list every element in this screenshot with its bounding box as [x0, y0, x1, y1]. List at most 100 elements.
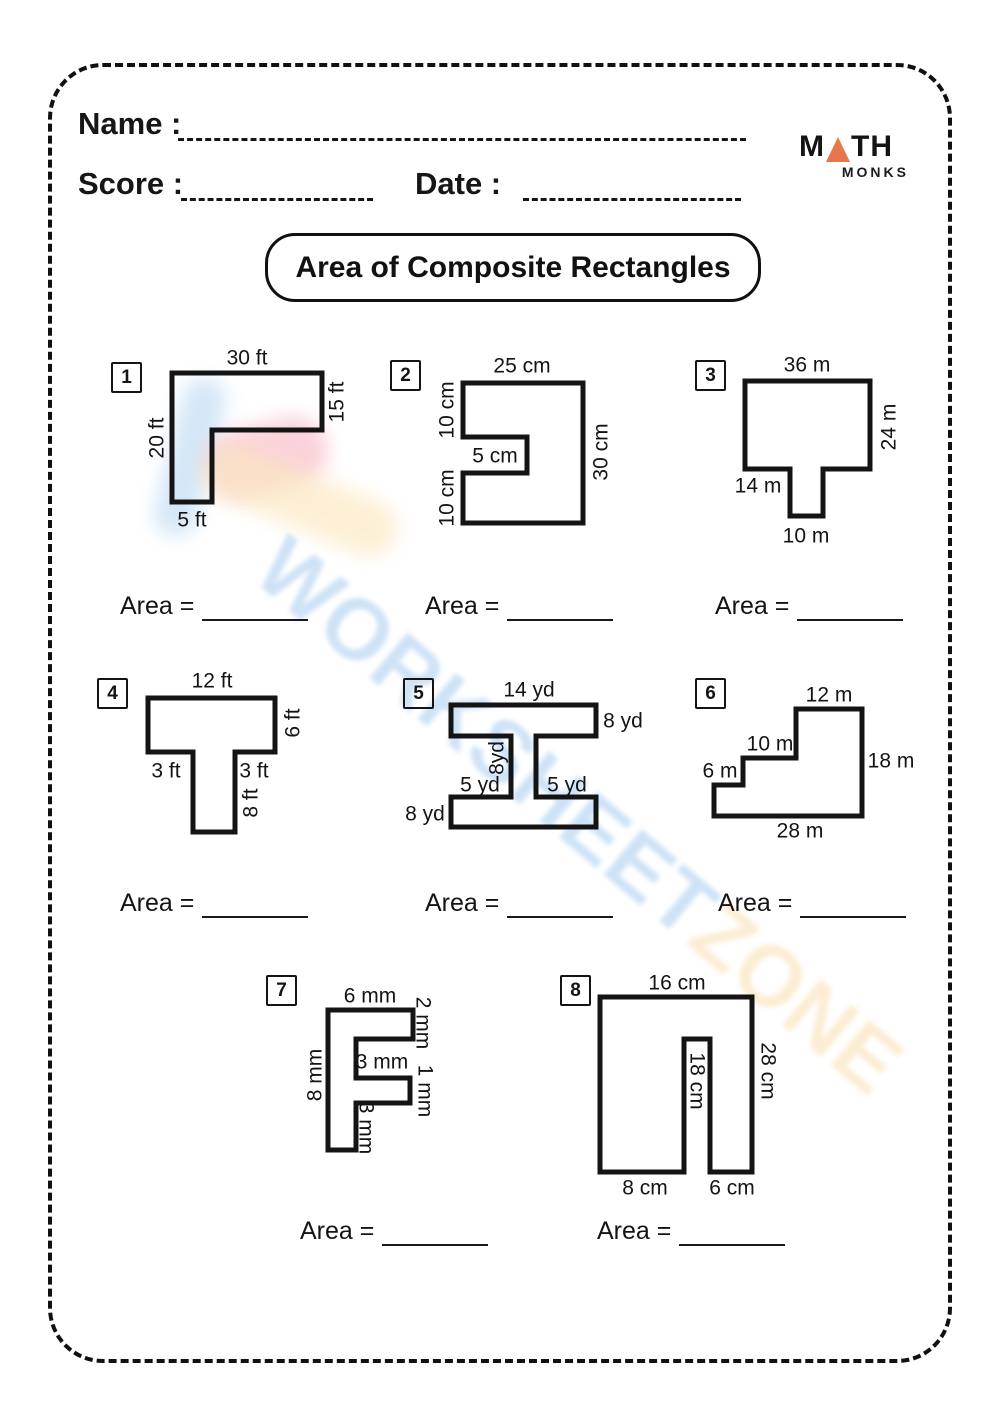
dim-left: 3 ft [151, 759, 181, 783]
dim-stem-right: 3 ft [239, 759, 269, 783]
dim-top: 6 mm [343, 984, 397, 1008]
area-answer-blank[interactable] [202, 597, 309, 621]
name-input-line[interactable] [178, 112, 746, 141]
area-label: Area = [718, 889, 793, 917]
i-beam-shape-figure [448, 702, 599, 830]
dim-stem: 8yd [485, 741, 509, 775]
area-answer-2: Area = [425, 592, 614, 621]
area-answer-blank[interactable] [507, 597, 614, 621]
dim-left: 8 mm [303, 1048, 327, 1102]
dim-inner: 3 mm [354, 1101, 378, 1155]
dim-left: 20 ft [145, 417, 169, 459]
dim-top: 12 ft [191, 669, 233, 693]
dim-notch: 5 cm [472, 444, 518, 468]
dim-right-mid: 5 yd [547, 773, 587, 797]
problem-2: 2 25 cm 30 cm 10 cm 10 cm 5 cm Area = [385, 350, 675, 640]
dim-right: 6 ft [281, 708, 305, 738]
f-shape-figure [325, 1007, 416, 1153]
problem-8-number: 8 [560, 975, 591, 1006]
problem-3: 3 36 m 24 m 14 m 10 m Area = [690, 350, 990, 640]
area-label: Area = [120, 592, 195, 620]
logo-math-row: M TH [799, 132, 909, 162]
dim-top: 14 yd [503, 678, 555, 702]
c-shape-figure [460, 380, 586, 526]
dim-right: 15 ft [325, 381, 349, 423]
problem-7-number: 7 [266, 975, 297, 1006]
dim-left-mid: 5 yd [460, 773, 500, 797]
area-answer-8: Area = [597, 1217, 786, 1246]
area-answer-blank[interactable] [679, 1222, 786, 1246]
dim-top: 16 cm [648, 971, 706, 995]
dim-step-mid: 10 m [746, 732, 794, 756]
dim-right: 28 cm [756, 1042, 780, 1100]
area-answer-blank[interactable] [507, 894, 614, 918]
dim-right: 24 m [877, 403, 901, 451]
dim-top: 12 m [805, 683, 853, 707]
date-input-line[interactable] [523, 172, 741, 201]
area-answer-7: Area = [300, 1217, 489, 1246]
area-label: Area = [425, 592, 500, 620]
area-answer-6: Area = [718, 889, 907, 918]
area-answer-5: Area = [425, 889, 614, 918]
logo-m: M [799, 130, 825, 163]
worksheet-title: Area of Composite Rectangles [265, 233, 761, 302]
problem-1: 1 30 ft 15 ft 20 ft 5 ft Area = [100, 346, 390, 640]
area-answer-1: Area = [120, 592, 309, 621]
score-input-line[interactable] [181, 172, 373, 201]
dim-slot: 18 cm [685, 1052, 709, 1110]
problem-7: 7 6 mm 2 mm 3 mm 1 mm 3 mm 8 mm Area = [255, 965, 545, 1260]
problem-3-number: 3 [695, 360, 726, 391]
dim-mid: 3 mm [355, 1050, 409, 1074]
u-slot-shape-figure [597, 994, 755, 1175]
logo-monks: MONKS [841, 164, 909, 180]
dim-right: 30 cm [589, 423, 613, 481]
staircase-shape-figure [711, 706, 865, 819]
logo-th: TH [851, 130, 893, 163]
t-shape-figure [145, 695, 278, 835]
dim-left-bottom: 14 m [734, 474, 782, 498]
dim-arm-mid: 1 mm [413, 1064, 437, 1118]
dim-step-low: 6 m [702, 759, 738, 783]
problem-6: 6 12 m 10 m 6 m 18 m 28 m Area = [690, 665, 990, 927]
dim-right: 18 m [867, 749, 915, 773]
dim-tab-bottom: 10 m [782, 524, 830, 548]
problem-1-number: 1 [111, 362, 142, 393]
dim-top: 25 cm [493, 354, 551, 378]
dim-left-bottom: 10 cm [435, 469, 459, 527]
area-answer-blank[interactable] [797, 597, 904, 621]
date-label: Date : [415, 166, 502, 201]
dim-top: 36 m [783, 353, 831, 377]
area-answer-blank[interactable] [800, 894, 907, 918]
area-label: Area = [425, 889, 500, 917]
area-label: Area = [597, 1217, 672, 1245]
math-monks-logo: M TH MONKS [799, 132, 909, 181]
dim-bottom-left: 8 yd [405, 802, 445, 826]
problem-4: 4 12 ft 6 ft 3 ft 3 ft 8 ft Area = [90, 665, 380, 927]
problem-2-number: 2 [390, 360, 421, 391]
problem-6-number: 6 [695, 678, 726, 709]
dim-bottom-right: 6 cm [709, 1176, 755, 1200]
area-label: Area = [715, 592, 790, 620]
problem-8: 8 16 cm 28 cm 18 cm 8 cm 6 cm Area = [550, 965, 850, 1260]
score-label: Score : [78, 166, 184, 201]
area-label: Area = [120, 889, 195, 917]
dim-bottom: 5 ft [177, 508, 207, 532]
dim-stem-height: 8 ft [239, 788, 263, 818]
area-label: Area = [300, 1217, 375, 1245]
dim-top: 30 ft [226, 346, 268, 370]
problem-5: 5 14 yd 8 yd 8yd 5 yd 5 yd 8 yd Area = [395, 665, 685, 927]
area-answer-4: Area = [120, 889, 309, 918]
area-answer-blank[interactable] [382, 1222, 489, 1246]
area-answer-blank[interactable] [202, 894, 309, 918]
area-answer-3: Area = [715, 592, 904, 621]
dim-bottom-left: 8 cm [622, 1176, 668, 1200]
name-label: Name : [78, 106, 182, 141]
dim-arm-top: 2 mm [411, 996, 435, 1050]
dim-left-top: 10 cm [435, 381, 459, 439]
problem-4-number: 4 [97, 678, 128, 709]
tab-shape-figure [742, 378, 873, 519]
l-shape-figure [169, 370, 325, 505]
worksheet-dashed-border [48, 63, 952, 1363]
logo-triangle-icon [826, 137, 850, 162]
dim-bottom: 28 m [776, 819, 824, 843]
